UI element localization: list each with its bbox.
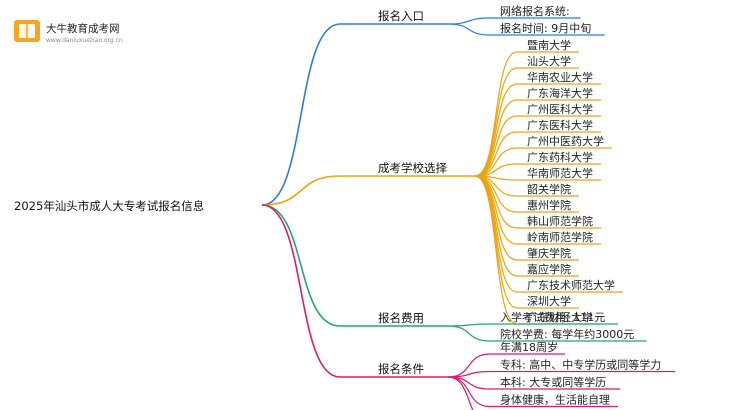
site-logo[interactable]: 大牛教育成考网 www.daniuxueziao.org.cn bbox=[14, 20, 123, 44]
branch-label: 报名入口 bbox=[378, 9, 424, 23]
edge-root-branch-3 bbox=[261, 204, 341, 378]
leaf-label: 身体健康，生活能自理 bbox=[500, 393, 610, 407]
leaf-label: 广东财经大学 bbox=[527, 310, 593, 324]
edge-branch-1-leaf-2 bbox=[474, 83, 518, 177]
mindmap-edges bbox=[261, 17, 676, 410]
edge-branch-2-leaf-1 bbox=[447, 325, 491, 342]
leaf-label: 暨南大学 bbox=[527, 38, 571, 52]
edge-root-branch-2 bbox=[261, 204, 341, 327]
leaf-label: 网络报名系统: bbox=[500, 4, 570, 18]
leaf-label: 华南农业大学 bbox=[527, 70, 593, 84]
leaf-label: 惠州学院 bbox=[527, 198, 571, 212]
leaf-label: 广州中医药大学 bbox=[527, 134, 604, 148]
leaf-label: 深圳大学 bbox=[527, 294, 571, 308]
edge-branch-1-leaf-10 bbox=[474, 175, 518, 213]
leaf-label: 嘉应学院 bbox=[527, 262, 571, 276]
edge-branch-0-leaf-0 bbox=[447, 17, 491, 25]
edge-root-branch-0 bbox=[261, 23, 341, 206]
edge-branch-3-leaf-0 bbox=[447, 353, 491, 378]
edge-branch-1-leaf-6 bbox=[474, 147, 518, 177]
leaf-label: 广东医科大学 bbox=[527, 118, 593, 132]
leaf-label: 年满18周岁 bbox=[500, 340, 558, 354]
leaf-label: 韶关学院 bbox=[527, 182, 571, 196]
leaf-label: 入学考试费用: 111元 bbox=[500, 310, 605, 324]
leaf-label: 广东技术师范大学 bbox=[527, 278, 615, 292]
edge-branch-1-leaf-4 bbox=[474, 115, 518, 177]
edge-branch-0-leaf-1 bbox=[447, 23, 491, 36]
branch-label: 报名条件 bbox=[378, 362, 424, 376]
logo-name: 大牛教育成考网 bbox=[46, 22, 120, 35]
leaf-label: 专科: 高中、中专学历或同等学力 bbox=[500, 358, 661, 372]
leaf-label: 岭南师范学院 bbox=[527, 230, 593, 244]
edge-root-branch-1 bbox=[261, 175, 341, 206]
leaf-label: 肇庆学院 bbox=[527, 246, 571, 260]
leaf-label: 韩山师范学院 bbox=[527, 214, 593, 228]
edge-branch-1-leaf-17 bbox=[474, 175, 518, 325]
leaf-label: 报名时间: 9月中旬 bbox=[500, 21, 591, 35]
edge-branch-2-leaf-0 bbox=[447, 323, 491, 327]
leaf-label: 本科: 大专或同等学历 bbox=[500, 375, 606, 389]
leaf-label: 院校学费: 每学年约3000元 bbox=[500, 327, 634, 341]
leaf-label: 汕头大学 bbox=[527, 54, 571, 68]
leaf-label: 广东海洋大学 bbox=[527, 86, 593, 100]
leaf-label: 广州医科大学 bbox=[527, 102, 593, 116]
branch-label: 成考学校选择 bbox=[378, 161, 447, 175]
logo-url: www.daniuxueziao.org.cn bbox=[46, 37, 123, 44]
leaf-label: 华南师范大学 bbox=[527, 166, 593, 180]
edge-branch-3-leaf-4 bbox=[447, 376, 474, 410]
edge-branch-1-leaf-1 bbox=[474, 67, 518, 177]
edge-branch-1-leaf-3 bbox=[474, 99, 518, 177]
edge-branch-1-leaf-0 bbox=[474, 51, 518, 177]
root-title: 2025年汕头市成人大专考试报名信息 bbox=[14, 199, 204, 213]
branch-label: 报名费用 bbox=[378, 311, 424, 325]
leaf-label: 广东药科大学 bbox=[527, 150, 593, 164]
